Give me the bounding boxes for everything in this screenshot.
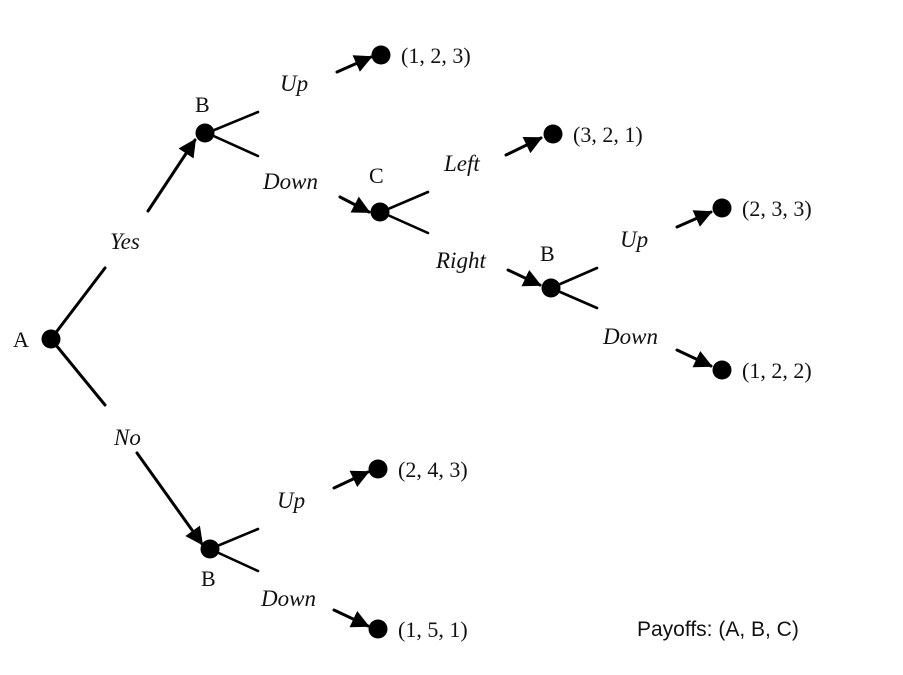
player-label-b-no: B [201,566,216,591]
player-label-c: C [369,163,384,188]
node-a-root [41,329,61,349]
payoff-right-down: (1, 2, 2) [742,358,812,383]
action-label-yes: Yes [110,229,140,254]
action-label-b3-down: Down [260,586,316,611]
player-label-b-right: B [540,241,555,266]
edge-root-yes-lower [49,266,107,341]
action-label-c-left: Left [443,151,480,176]
payoff-yes-up: (1, 2, 3) [401,43,471,68]
edge-root-yes-upper [146,138,197,213]
edge-b2-down-arrow [675,348,713,368]
edge-b3-down-arrow [332,608,370,628]
payoff-no-up: (2, 4, 3) [398,457,468,482]
node-b-after-yes [195,123,215,143]
action-label-c-right: Right [435,248,486,273]
action-label-no: No [113,425,141,450]
terminal-no-up [368,459,388,479]
edge-c-right-arrow [506,268,542,287]
node-b-after-right [541,278,561,298]
node-b-after-no [200,539,220,559]
player-label-a: A [13,327,29,352]
action-label-b-up: Up [280,71,308,96]
terminal-right-down [712,360,732,380]
edge-b2-up-arrow [675,210,713,229]
payoff-left: (3, 2, 1) [573,122,643,147]
edge-stub-b1-down [205,131,260,158]
terminal-yes-up [371,45,391,65]
payoff-no-down: (1, 5, 1) [398,617,468,642]
payoff-right-up: (2, 3, 3) [742,196,812,221]
edge-stub-c-right [379,210,430,235]
edge-c-left-arrow [504,136,543,157]
action-label-b2-up: Up [620,227,648,252]
action-label-b-down: Down [262,169,318,194]
edge-root-no-upper [49,337,107,407]
action-label-b2-down: Down [602,324,658,349]
edge-b3-up-arrow [332,470,370,490]
player-label-b-yes: B [195,92,210,117]
edge-root-no-lower [135,451,204,546]
terminal-left [543,124,563,144]
edge-b1-down-arrow [338,195,371,214]
edge-stub-b1-up [205,110,260,135]
terminal-right-up [712,198,732,218]
node-c [370,202,390,222]
terminal-no-down [368,619,388,639]
edge-b1-up-arrow [335,55,373,74]
payoff-order-caption: Payoffs: (A, B, C) [637,618,799,641]
action-label-b3-up: Up [277,488,305,513]
